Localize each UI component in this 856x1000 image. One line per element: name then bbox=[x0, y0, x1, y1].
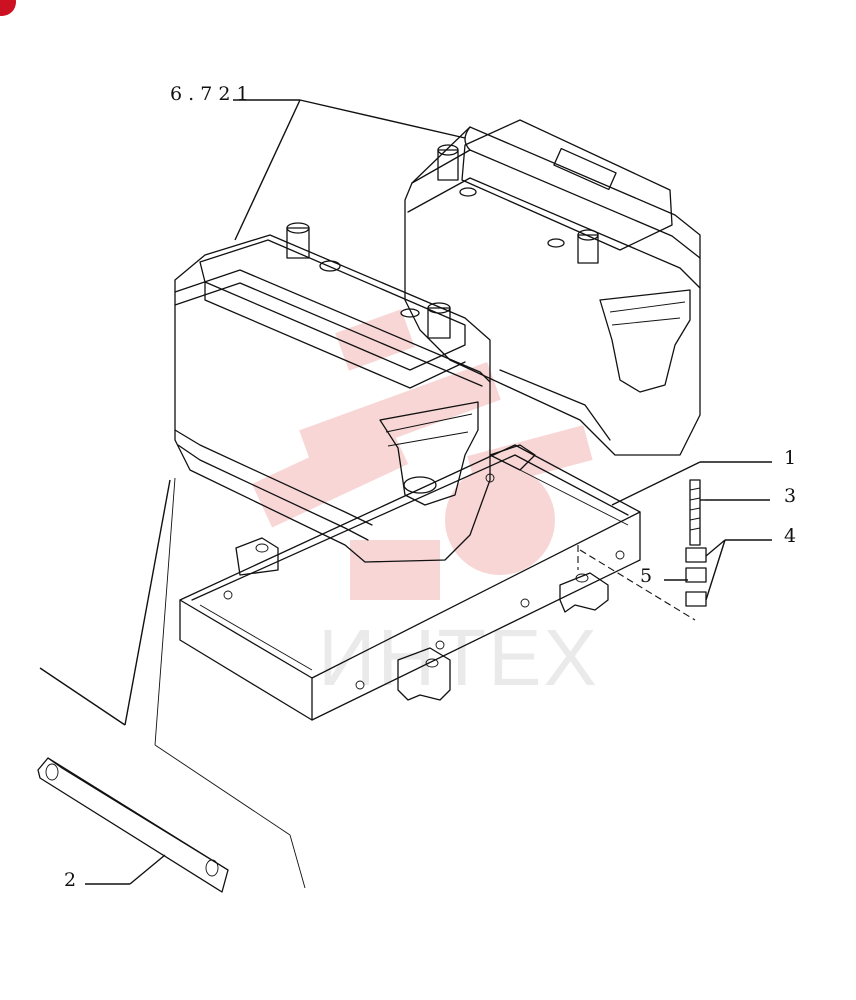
support-bar bbox=[37, 757, 229, 893]
watermark-text: ИНТЕХ bbox=[318, 613, 599, 702]
battery-front bbox=[174, 222, 491, 563]
callout-3: 3 bbox=[784, 485, 796, 507]
callout-5: 5 bbox=[640, 565, 652, 587]
corner-badge bbox=[0, 0, 16, 16]
watermark: ИНТЕХ bbox=[251, 309, 599, 702]
battery-rear bbox=[404, 119, 701, 456]
callout-1: 1 bbox=[784, 447, 796, 469]
fasteners bbox=[577, 479, 707, 621]
callout-4: 4 bbox=[784, 525, 796, 547]
callout-2: 2 bbox=[64, 869, 76, 891]
leader-lines bbox=[39, 99, 772, 889]
reference-label: 6 . 7 2 1 bbox=[170, 83, 249, 105]
battery-tray bbox=[179, 444, 641, 721]
